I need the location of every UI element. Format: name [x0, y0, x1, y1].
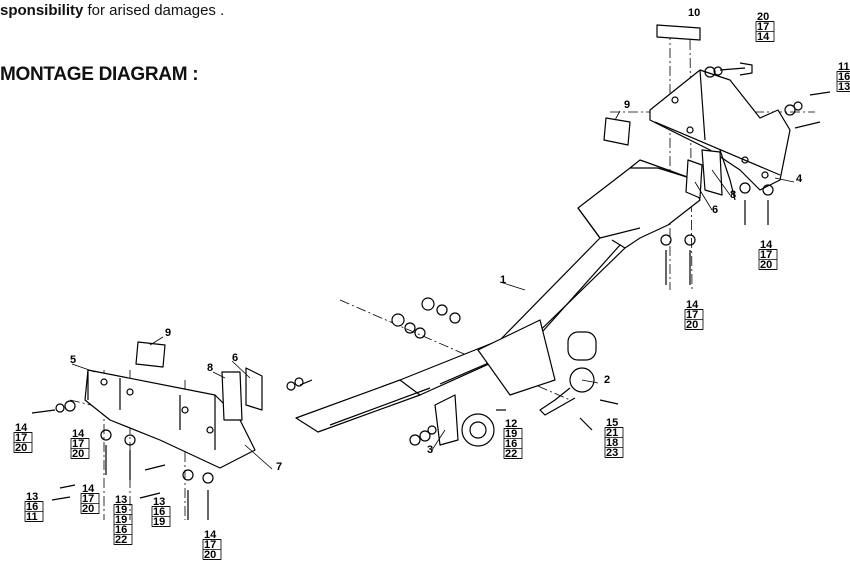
part-number-lg-0: 14: [204, 529, 217, 541]
part-number-le-4: 22: [115, 534, 127, 546]
spacer-plates: [135, 24, 701, 368]
leader-lines: [71, 110, 795, 470]
part-number-lf-0: 13: [153, 496, 165, 508]
part-number-rr-1: 16: [838, 71, 850, 83]
part-number-lc-1: 16: [26, 501, 38, 513]
part-number-box: [684, 309, 704, 330]
page-title: MONTAGE DIAGRAM :: [0, 64, 199, 85]
part-number-le-3: 16: [115, 524, 127, 536]
part-number-la-1: 17: [15, 432, 27, 444]
part-number-p15-2: 18: [606, 437, 618, 449]
disclaimer-rest: for arised damages .: [83, 2, 225, 19]
label-8-left: 8: [207, 362, 213, 374]
small-brackets: [221, 149, 723, 421]
part-number-la-0: 14: [15, 422, 28, 434]
label-4: 4: [796, 173, 803, 185]
part-number-box: [70, 438, 90, 459]
part-number-lf-2: 19: [153, 516, 165, 528]
label-1: 1: [500, 274, 506, 286]
nuts-washers: [55, 66, 803, 484]
label-5: 5: [70, 354, 76, 366]
part-number-lc-2: 11: [26, 511, 38, 523]
part-number-le-1: 19: [115, 504, 127, 516]
label-10: 10: [688, 7, 700, 19]
right-bracket: [649, 69, 791, 201]
part-number-cm-1: 17: [686, 309, 698, 321]
part-number-box: [604, 427, 624, 458]
part-number-lg-2: 20: [204, 549, 216, 561]
part-number-box: [151, 506, 171, 527]
part-number-lb-0: 14: [72, 428, 85, 440]
part-number-box: [755, 21, 775, 42]
label-9-left: 9: [165, 327, 171, 339]
label-7: 7: [276, 461, 282, 473]
part-number-ld-0: 14: [82, 483, 95, 495]
part-number-rm-1: 17: [760, 249, 772, 261]
part-number-box: [503, 428, 523, 459]
part-number-lf-1: 16: [153, 506, 165, 518]
part-number-box: [24, 501, 44, 522]
part-number-box: [80, 493, 100, 514]
label-3: 3: [427, 444, 433, 456]
tow-ball-assembly: [477, 319, 597, 416]
part-number-ld-2: 20: [82, 503, 94, 515]
label-6-right: 6: [712, 204, 718, 216]
part-number-box: [836, 71, 850, 92]
part-number-rr-0: 11: [838, 61, 850, 73]
part-number-box: [13, 432, 33, 453]
part-number-p12-3: 22: [505, 448, 517, 460]
bolts: [31, 62, 831, 520]
disclaimer-text: sponsibility for arised damages .: [0, 2, 224, 19]
part-number-p15-1: 21: [606, 427, 618, 439]
part-number-cm-0: 14: [686, 299, 699, 311]
part-number-cm-2: 20: [686, 319, 698, 331]
part-number-p12-1: 19: [505, 428, 517, 440]
part-number-tr-1: 17: [757, 21, 769, 33]
label-9-top: 9: [624, 99, 630, 111]
part-number-lb-2: 20: [72, 448, 84, 460]
label-6-left: 6: [232, 352, 238, 364]
part-number-le-0: 13: [115, 494, 127, 506]
part-number-rm-0: 14: [760, 239, 773, 251]
part-number-le-2: 19: [115, 514, 127, 526]
part-number-tr-0: 20: [757, 11, 769, 23]
part-number-la-2: 20: [15, 442, 27, 454]
part-number-tr-2: 14: [757, 31, 770, 43]
part-number-lg-1: 17: [204, 539, 216, 551]
part-number-ld-1: 17: [82, 493, 94, 505]
electrical-socket: [434, 394, 495, 447]
part-number-rr-2: 13: [838, 81, 850, 93]
part-number-rm-2: 20: [760, 259, 772, 271]
part-number-p12-0: 12: [505, 418, 517, 430]
label-2: 2: [604, 374, 610, 386]
part-number-lb-1: 17: [72, 438, 84, 450]
part-number-p15-0: 15: [606, 417, 618, 429]
part-number-box: [113, 504, 133, 545]
disclaimer-bold: sponsibility: [0, 2, 84, 19]
label-8-right: 8: [730, 189, 736, 201]
part-number-box: [758, 249, 778, 270]
part-number-p15-3: 23: [606, 447, 618, 459]
main-tow-beam: [295, 159, 701, 433]
part-number-p12-2: 16: [505, 438, 517, 450]
part-number-lc-0: 13: [26, 491, 38, 503]
part-number-box: [202, 539, 222, 560]
